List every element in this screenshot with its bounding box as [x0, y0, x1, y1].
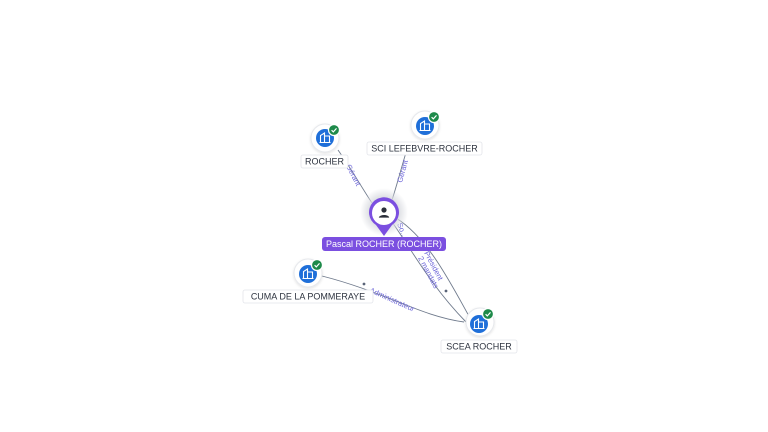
company-label: SCEA ROCHER: [446, 342, 512, 352]
edge-arrow-marker: [362, 282, 366, 286]
label-box: [300, 154, 349, 169]
building-icon: [470, 315, 488, 333]
edge-scea-rocher-1[interactable]: [391, 221, 467, 323]
company-node-scea-rocher[interactable]: SCEA ROCHER: [440, 307, 518, 354]
edge-cuma-de-la-pommeraye[interactable]: [321, 275, 465, 323]
person-node-pascal-rocher[interactable]: Pascal ROCHER (ROCHER): [322, 188, 446, 251]
building-icon: [299, 265, 317, 283]
building-icon: [416, 117, 434, 135]
label-box: [366, 141, 483, 156]
verified-check-icon: [427, 110, 441, 124]
company-node-cuma-de-la-pommeraye[interactable]: CUMA DE LA POMMERAYE: [242, 258, 374, 304]
person-label: Pascal ROCHER (ROCHER): [326, 239, 442, 249]
person-label-box: [322, 237, 446, 251]
edge-label-sci: Gérant: [395, 158, 410, 183]
edge-label-cuma: Administrateur: [368, 286, 416, 314]
company-label: CUMA DE LA POMMERAYE: [251, 292, 365, 302]
company-node-rocher[interactable]: ROCHER: [300, 123, 349, 169]
verified-check-icon: [481, 307, 495, 321]
label-box: [242, 289, 374, 304]
label-box: [440, 339, 518, 354]
edge-arrow-marker: [444, 289, 448, 293]
verified-check-icon: [327, 123, 341, 137]
company-label: ROCHER: [305, 157, 345, 167]
company-node-sci-lefebvre-rocher[interactable]: SCI LEFEBVRE-ROCHER: [366, 110, 483, 156]
person-icon: [378, 207, 390, 218]
company-label: SCI LEFEBVRE-ROCHER: [371, 144, 478, 154]
verified-check-icon: [310, 258, 324, 272]
edge-scea-rocher-2[interactable]: [395, 217, 471, 319]
